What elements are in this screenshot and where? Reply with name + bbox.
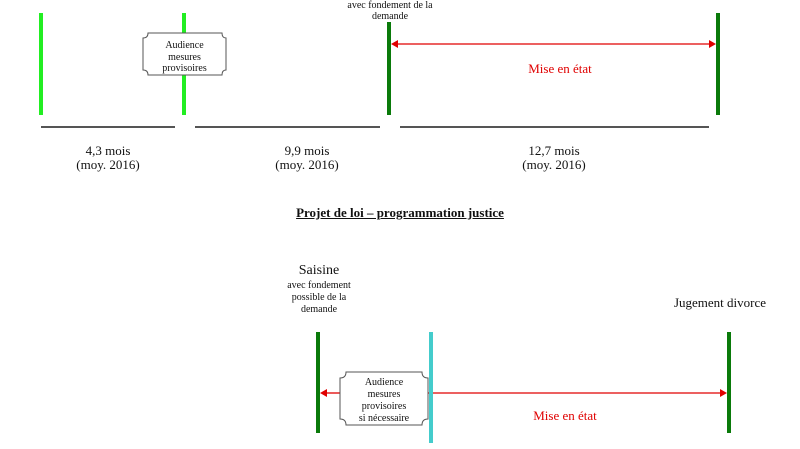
bottom-mise-en-etat-label: Mise en état <box>533 408 597 423</box>
bottom-audience-line1: Audience <box>364 377 404 388</box>
bottom-saisine-sub-1: avec fondement <box>287 280 351 291</box>
timeline-marker-start <box>39 13 43 115</box>
top-audience-line1: Audience <box>165 40 204 51</box>
duration-span-3 <box>400 126 709 128</box>
section-title: Projet de loi – programmation justice <box>296 205 504 220</box>
top-mise-en-etat-arrow <box>391 40 716 48</box>
bottom-marker-jugement <box>727 332 731 433</box>
saisine-label: Saisine <box>298 263 340 278</box>
top-mise-en-etat-label: Mise en état <box>528 61 592 76</box>
bottom-marker-audience <box>429 332 433 443</box>
timeline-marker-end <box>716 13 720 115</box>
bottom-saisine-sub-3: demande <box>300 304 338 315</box>
bottom-saisine-sub-2: possible de la <box>291 292 347 303</box>
duration-1-note: (moy. 2016) <box>76 157 140 172</box>
bottom-mise-en-etat-arrow <box>320 389 727 397</box>
bottom-marker-saisine <box>316 332 320 433</box>
duration-1-value: 4,3 mois <box>85 143 131 158</box>
top-audience-line3: provisoires <box>162 63 207 74</box>
duration-span-2 <box>195 126 380 128</box>
top-audience-box <box>142 32 227 76</box>
bottom-audience-line3: provisoires <box>361 401 407 412</box>
saisine-subtitle-line2: demande <box>371 11 409 22</box>
saisine-subtitle-line1: avec fondement de la <box>330 0 450 12</box>
timeline-marker-saisine <box>387 22 391 115</box>
jugement-divorce-label: Jugement divorce <box>673 295 767 310</box>
duration-span-1 <box>41 126 175 128</box>
duration-2-value: 9,9 mois <box>284 143 330 158</box>
bottom-audience-line4: si nécessaire <box>358 413 410 424</box>
duration-3-value: 12,7 mois <box>528 143 580 158</box>
top-audience-line2: mesures <box>168 52 201 63</box>
duration-2-note: (moy. 2016) <box>275 157 339 172</box>
bottom-audience-box <box>339 371 429 426</box>
bottom-audience-line2: mesures <box>367 389 401 400</box>
duration-3-note: (moy. 2016) <box>522 157 586 172</box>
